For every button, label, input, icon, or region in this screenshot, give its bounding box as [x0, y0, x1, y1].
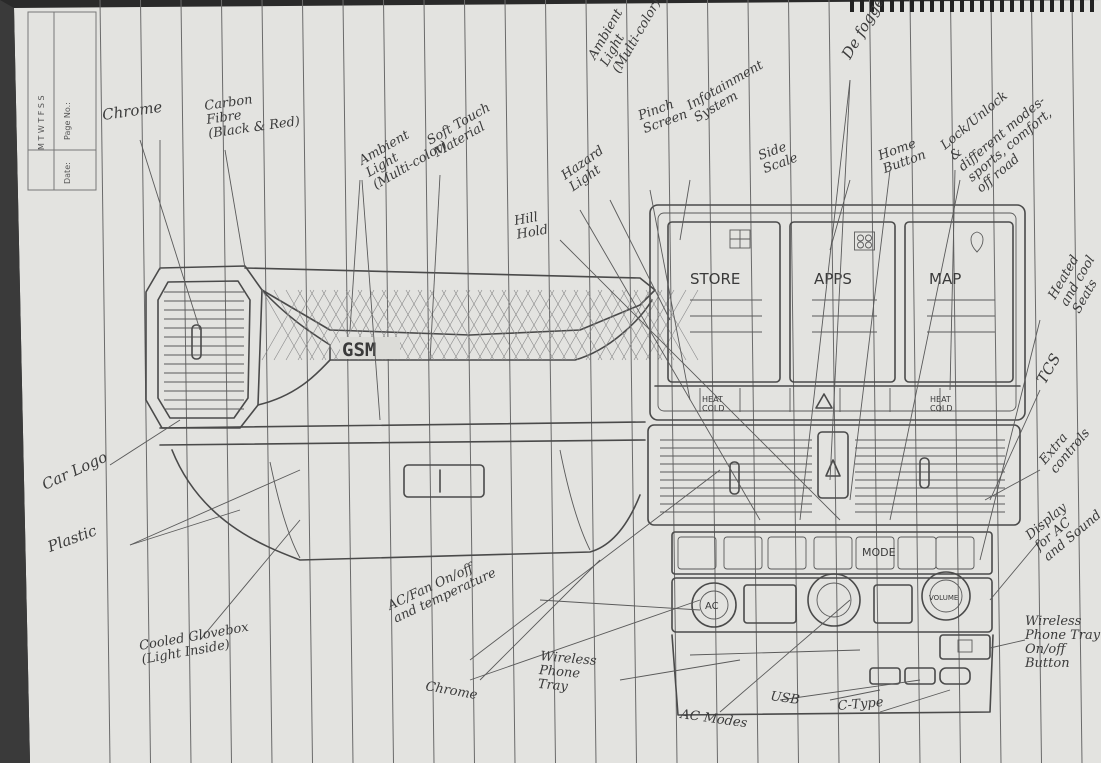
control-button-4[interactable]	[813, 536, 853, 570]
glovebox-handle	[403, 464, 485, 498]
c-type-port[interactable]	[939, 667, 971, 685]
screen-store[interactable]: STORE	[667, 221, 781, 383]
left-vent-knob	[191, 324, 202, 360]
map-pin-icon	[970, 231, 984, 253]
annotation-leaders	[109, 79, 1041, 713]
hazard-light-button[interactable]	[817, 431, 849, 499]
hazard-icon	[825, 459, 841, 477]
week-days: M T W T F S S	[37, 95, 46, 150]
ac-knob[interactable]	[691, 582, 737, 628]
annotation-c-type: C-Type	[837, 695, 884, 714]
annotation-hill-hold: HillHold	[512, 209, 549, 243]
volume-knob[interactable]	[921, 571, 971, 621]
ac-knob-label: AC	[705, 601, 719, 612]
screen-label: MAP	[929, 270, 961, 288]
gsm-logo: GSM	[340, 337, 400, 361]
gsm-logo-text: GSM	[342, 339, 376, 361]
control-button-7[interactable]	[935, 536, 975, 570]
usb-port-2[interactable]	[904, 667, 936, 685]
ac-display	[743, 584, 797, 624]
screen-map[interactable]: MAP	[904, 221, 1014, 383]
wireless-tray-button[interactable]	[939, 634, 991, 660]
control-button-2[interactable]	[723, 536, 763, 570]
screen-apps[interactable]: APPS	[789, 221, 896, 383]
hazard-triangle-icon[interactable]	[815, 393, 833, 409]
sound-display	[873, 584, 913, 624]
grid-icon	[729, 229, 751, 249]
left-air-vent	[145, 265, 263, 429]
control-button-1[interactable]	[677, 536, 717, 570]
center-knob[interactable]	[807, 573, 861, 627]
climate-controls: AC VOLUME	[671, 571, 993, 633]
volume-label: VOLUME	[929, 594, 958, 602]
apps-icon	[854, 231, 875, 251]
usb-port[interactable]	[869, 667, 901, 685]
mode-label: MODE	[862, 546, 896, 559]
center-console	[647, 424, 1021, 526]
control-button-3[interactable]	[767, 536, 807, 570]
dash-trim	[244, 267, 699, 406]
screen-label: STORE	[690, 270, 740, 288]
annotation-usb: USB	[769, 689, 800, 708]
screen-label: APPS	[814, 270, 852, 288]
lower-console	[671, 634, 994, 716]
spiral-binding	[850, 0, 1094, 12]
infotainment-panel	[649, 204, 1026, 421]
date-label: Date:	[63, 162, 72, 184]
lower-dashboard	[159, 421, 646, 561]
annotation-wireless-tray: WirelessPhoneTray	[536, 649, 597, 697]
page-no-label: Page No.:	[63, 102, 72, 140]
control-button-5[interactable]	[855, 536, 895, 570]
page-header-box: M T W T F S S Page No.: Date:	[27, 11, 97, 191]
